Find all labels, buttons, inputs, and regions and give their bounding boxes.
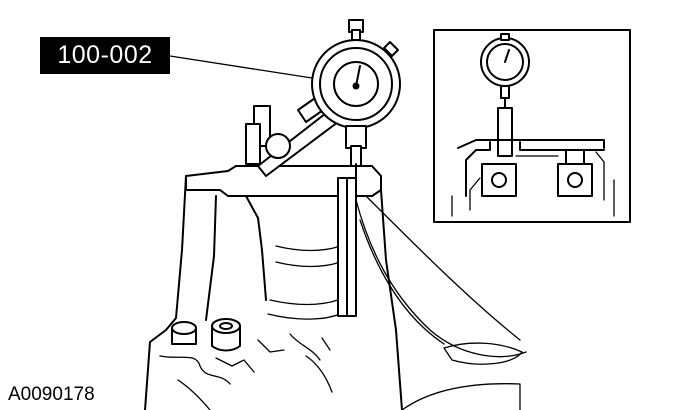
- transmission-housing: [144, 165, 527, 410]
- inset-detail-view: [433, 29, 631, 223]
- label-leader-line: [169, 55, 313, 79]
- tool-number-label: 100-002: [40, 37, 170, 74]
- figure-id-label: A0090178: [8, 384, 95, 405]
- dial-indicator-gauge: [311, 19, 401, 181]
